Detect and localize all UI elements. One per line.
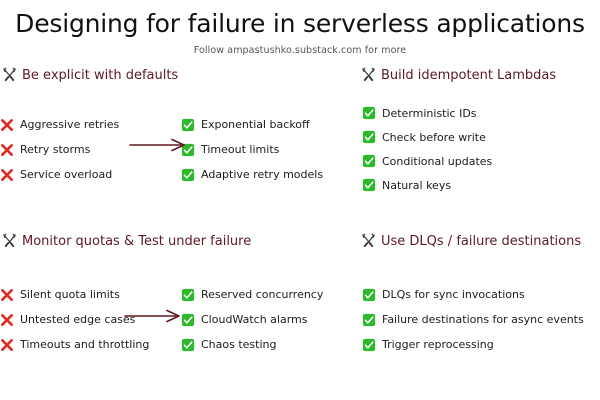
monitor-pitfall-list: Silent quota limits Untested edge cases … (1, 282, 150, 357)
list-item-label: Timeout limits (201, 143, 280, 156)
list-item-label: Failure destinations for async events (382, 313, 584, 326)
list-item-label: Aggressive retries (20, 118, 120, 131)
section-title: Build idempotent Lambdas (381, 68, 557, 83)
check-mark-button-icon (362, 130, 376, 144)
monitor-remedy-list: Reserved concurrency CloudWatch alarms C… (181, 282, 323, 357)
hammer-and-wrench-icon (2, 233, 17, 248)
list-item: DLQs for sync invocations (362, 282, 584, 307)
arrow-untested-edge-cases-to-cloudwatch-alarms (124, 309, 186, 323)
list-item: Failure destinations for async events (362, 307, 584, 332)
list-item-label: Timeouts and throttling (20, 338, 150, 351)
list-item: Chaos testing (181, 332, 323, 357)
check-mark-button-icon (362, 338, 376, 352)
list-item-label: Adaptive retry models (201, 168, 324, 181)
page-title: Designing for failure in serverless appl… (15, 9, 585, 38)
check-mark-button-icon (181, 118, 195, 132)
page-subtitle: Follow ampastushko.substack.com for more (193, 45, 407, 56)
cross-mark-icon (0, 168, 14, 182)
list-item-label: Conditional updates (382, 154, 493, 168)
arrow-retry-storms-to-timeout-limits (129, 138, 191, 152)
list-item-label: Trigger reprocessing (382, 338, 494, 351)
list-item-label: Untested edge cases (20, 313, 136, 326)
list-item-label: Deterministic IDs (382, 106, 477, 120)
hammer-and-wrench-icon (361, 67, 376, 82)
section-title: Be explicit with defaults (22, 68, 179, 83)
list-item: Aggressive retries (1, 112, 120, 137)
list-item-label: Silent quota limits (20, 288, 120, 301)
list-item: Trigger reprocessing (362, 332, 584, 357)
idempotent-remedy-list: Deterministic IDs Check before write Con… (362, 101, 492, 197)
check-mark-button-icon (181, 143, 195, 157)
list-item: Service overload (1, 162, 119, 187)
cross-mark-icon (0, 118, 14, 132)
list-item-label: Check before write (382, 130, 486, 144)
hammer-and-wrench-icon (2, 67, 17, 82)
list-item: Check before write (362, 125, 492, 149)
list-item: Adaptive retry models (181, 162, 323, 187)
check-mark-button-icon (362, 154, 376, 168)
cross-mark-icon (0, 313, 14, 327)
list-item-label: Service overload (20, 168, 113, 181)
check-mark-button-icon (181, 313, 195, 327)
list-item-label: Chaos testing (201, 338, 277, 351)
list-item: CloudWatch alarms (181, 307, 323, 332)
check-mark-button-icon (181, 288, 195, 302)
page-header: Designing for failure in serverless appl… (0, 0, 600, 56)
list-item: Timeout limits (181, 137, 323, 162)
list-item-label: Natural keys (382, 178, 452, 192)
list-item: Deterministic IDs (362, 101, 492, 125)
check-mark-button-icon (181, 168, 195, 182)
list-item-label: Retry storms (20, 143, 91, 156)
list-item: Natural keys (362, 173, 492, 197)
list-item: Conditional updates (362, 149, 492, 173)
check-mark-button-icon (181, 338, 195, 352)
list-item: Reserved concurrency (181, 282, 323, 307)
list-item-label: Reserved concurrency (201, 288, 324, 301)
section-title: Use DLQs / failure destinations (381, 234, 582, 249)
cross-mark-icon (0, 288, 14, 302)
list-item: Silent quota limits (1, 282, 149, 307)
check-mark-button-icon (362, 288, 376, 302)
list-item: Untested edge cases (1, 307, 149, 332)
cross-mark-icon (0, 143, 14, 157)
list-item-label: Exponential backoff (201, 118, 310, 131)
list-item: Timeouts and throttling (1, 332, 150, 357)
dlq-remedy-list: DLQs for sync invocations Failure destin… (362, 282, 584, 357)
list-item-label: CloudWatch alarms (201, 313, 308, 326)
list-item: Exponential backoff (181, 112, 323, 137)
section-title: Monitor quotas & Test under failure (22, 234, 252, 249)
section-header-defaults: Be explicit with defaults (2, 67, 179, 83)
hammer-and-wrench-icon (361, 233, 376, 248)
check-mark-button-icon (362, 106, 376, 120)
check-mark-button-icon (362, 178, 376, 192)
defaults-pitfall-list: Aggressive retries Retry storms Service … (1, 112, 120, 187)
defaults-remedy-list: Exponential backoff Timeout limits Adapt… (181, 112, 323, 187)
section-header-idempotent: Build idempotent Lambdas (361, 67, 557, 83)
list-item: Retry storms (1, 137, 119, 162)
section-header-monitor: Monitor quotas & Test under failure (2, 233, 252, 249)
list-item-label: DLQs for sync invocations (382, 288, 525, 301)
cross-mark-icon (0, 338, 14, 352)
check-mark-button-icon (362, 313, 376, 327)
section-header-dlq: Use DLQs / failure destinations (361, 233, 582, 249)
